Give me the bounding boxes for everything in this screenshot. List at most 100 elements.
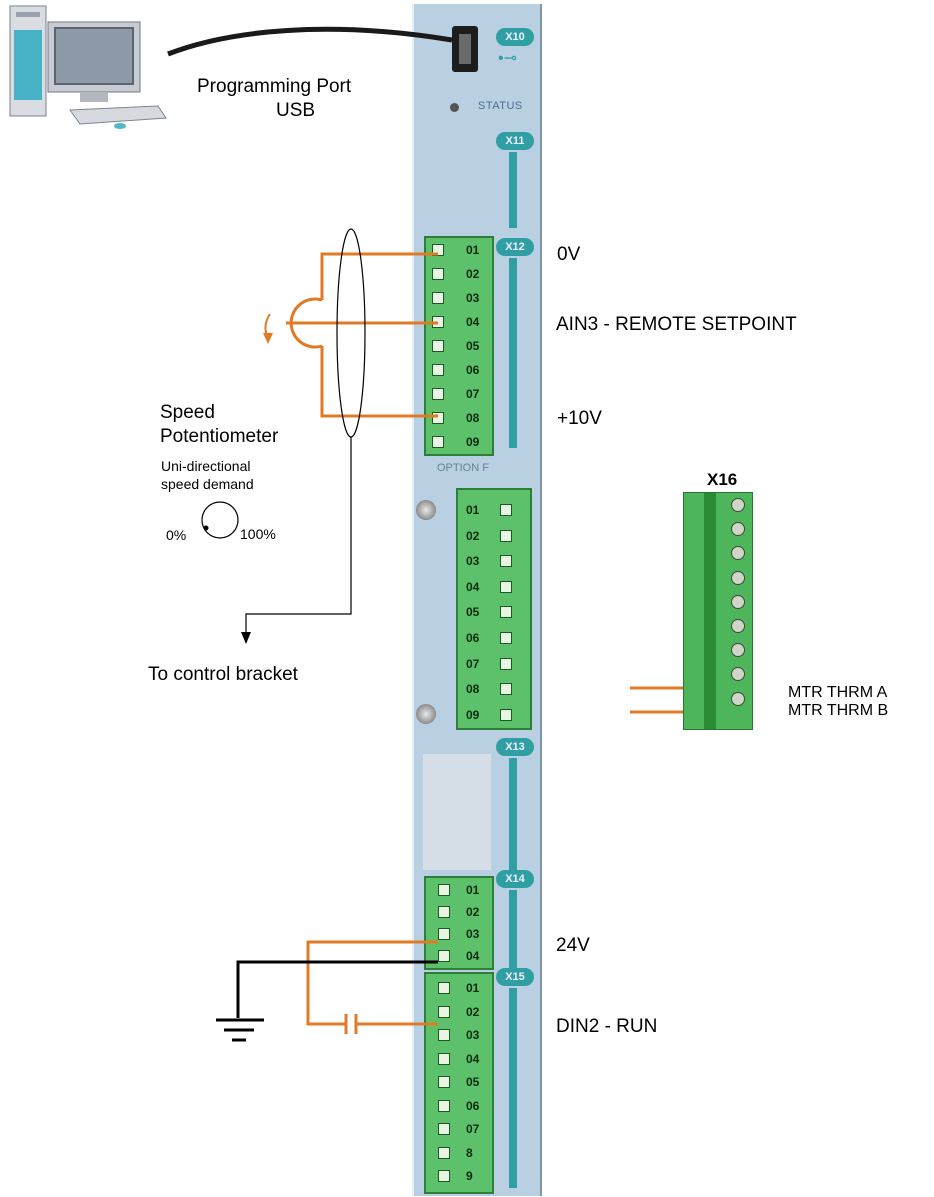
x15-pin-number: 03 [466, 1028, 480, 1042]
x14-slot [509, 890, 517, 968]
option-f-pin-number: 07 [466, 656, 480, 671]
x14-pin-number: 01 [466, 883, 480, 897]
x16-screw-terminal[interactable] [731, 546, 745, 561]
x12-pin-number: 06 [466, 363, 480, 377]
option-f-pin-number: 01 [466, 503, 480, 517]
x12-pin-number: 08 [466, 411, 480, 425]
x15-pin-number: 9 [466, 1169, 473, 1183]
label-mtr-thrm-b: MTR THRM B [788, 702, 889, 719]
x12-pin-3[interactable] [432, 292, 444, 304]
label-ain3: AIN3 - REMOTE SETPOINT [556, 314, 797, 335]
option-f-pin-2[interactable] [500, 529, 512, 542]
x12-pin-6[interactable] [432, 364, 444, 376]
x15-pin-7[interactable] [438, 1123, 450, 1135]
x12-pin-number: 05 [466, 339, 480, 353]
option-f-pin-number: 05 [466, 605, 480, 620]
option-f-pin-number: 08 [466, 682, 480, 697]
x14-pin-number: 02 [466, 905, 480, 919]
x15-pin-6[interactable] [438, 1099, 450, 1112]
pot-dial [201, 501, 239, 539]
pot-max-label: 100% [240, 526, 276, 542]
x12-pin-number: 03 [466, 291, 480, 305]
x15-pin-number: 05 [466, 1075, 480, 1089]
x15-pin-2[interactable] [438, 1005, 450, 1018]
x15-pin-5[interactable] [438, 1076, 450, 1088]
x15-pin-8[interactable] [438, 1146, 450, 1159]
x11-slot [509, 152, 517, 228]
option-f-pin-1[interactable] [500, 504, 512, 516]
option-f-pin-3[interactable] [500, 555, 512, 568]
usb-symbol-icon: •⊸ [498, 50, 518, 67]
option-screw-top [416, 500, 436, 520]
option-f-pin-number: 03 [466, 554, 480, 569]
label-din2: DIN2 - RUN [556, 1016, 658, 1037]
option-f-pin-4[interactable] [500, 580, 512, 593]
control-bracket-label: To control bracket [148, 664, 298, 685]
x16-screw-terminal[interactable] [731, 691, 745, 706]
x15-pin-number: 04 [466, 1051, 480, 1066]
tag-x13: X13 [496, 738, 534, 756]
x12-pin-number: 07 [466, 387, 480, 401]
status-label: STATUS [478, 100, 523, 112]
option-screw-bottom [416, 704, 436, 724]
option-f-pin-number: 09 [466, 707, 480, 722]
option-f-pin-5[interactable] [500, 606, 512, 619]
x14-pin-number: 04 [466, 949, 480, 963]
x16-screw-terminal[interactable] [731, 667, 745, 682]
usb-connector-slot [459, 34, 471, 64]
option-f-pin-9[interactable] [500, 708, 512, 721]
option-f-pin-number: 06 [466, 631, 480, 645]
x14-pin-4[interactable] [438, 950, 450, 962]
x15-pin-number: 01 [466, 981, 480, 995]
programming-port-label: Programming Port [197, 76, 352, 97]
x16-screw-terminal[interactable] [731, 570, 745, 585]
tag-x14: X14 [496, 870, 534, 888]
x15-pin-1[interactable] [438, 982, 450, 994]
label-0v: 0V [557, 244, 581, 265]
x12-pin-number: 01 [466, 243, 480, 257]
x15-pin-number: 06 [466, 1098, 480, 1113]
x15-pin-3[interactable] [438, 1029, 450, 1041]
pot-sub-line2: speed demand [161, 476, 254, 492]
x16-screw-terminal[interactable] [731, 619, 745, 633]
x16-screw-terminal[interactable] [731, 594, 745, 609]
x12-slot [509, 258, 517, 448]
x16-title: X16 [707, 470, 738, 489]
label-mtr-thrm-a: MTR THRM A [788, 684, 888, 701]
option-f-pin-6[interactable] [500, 632, 512, 644]
x12-pin-number: 04 [466, 315, 480, 329]
x16-screw-terminal[interactable] [731, 643, 745, 658]
wire-24v [306, 940, 438, 1026]
pot-title-line1: Speed [160, 402, 215, 423]
x12-pin-number: 09 [466, 435, 480, 449]
x15-slot [509, 988, 517, 1188]
cable-shield [336, 228, 366, 438]
computer-icon [9, 5, 167, 129]
x14-pin-1[interactable] [438, 884, 450, 896]
option-f-pin-8[interactable] [500, 683, 512, 696]
x12-pin-2[interactable] [432, 268, 444, 280]
option-f-pin-number: 04 [466, 579, 480, 594]
x12-pin-7[interactable] [432, 388, 444, 400]
x15-pin-9[interactable] [438, 1170, 450, 1182]
x12-pin-5[interactable] [432, 340, 444, 352]
x16-screw-terminal[interactable] [731, 522, 745, 537]
x16-screw-terminal[interactable] [731, 498, 745, 512]
x13-slot [509, 758, 517, 870]
x12-pin-9[interactable] [432, 436, 444, 448]
x15-pin-4[interactable] [438, 1052, 450, 1065]
shield-drain-wire [245, 437, 352, 636]
x14-pin-2[interactable] [438, 906, 450, 918]
x14-pin-3[interactable] [438, 928, 450, 940]
option-f-pin-number: 02 [466, 528, 480, 543]
label-24v: 24V [556, 935, 590, 956]
x15-pin-number: 8 [466, 1145, 473, 1160]
usb-label: USB [276, 100, 316, 121]
tag-x10: X10 [496, 28, 534, 46]
tag-x11: X11 [496, 132, 534, 150]
x15-pin-number: 02 [466, 1004, 480, 1019]
x12-pin-number: 02 [466, 267, 480, 281]
option-f-pin-7[interactable] [500, 657, 512, 670]
x15-pin-number: 07 [466, 1122, 480, 1136]
